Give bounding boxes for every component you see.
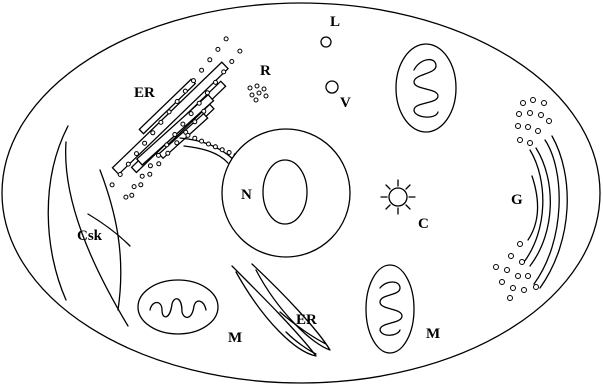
er-ribosome-dot xyxy=(143,141,147,145)
label-lysosome: L xyxy=(330,14,340,30)
mitochondrion-right xyxy=(366,265,414,353)
centrosome xyxy=(381,180,415,214)
er-ribosome-dot xyxy=(238,49,242,53)
label-centrosome: C xyxy=(418,216,429,232)
er-ribosome-dot xyxy=(216,47,220,51)
er-ribosome-dot xyxy=(157,153,161,157)
mitochondrion-top xyxy=(396,44,456,132)
er-ribosome-dot xyxy=(230,60,234,64)
er-ribosome-dot xyxy=(140,174,144,178)
lysosome xyxy=(321,37,331,47)
er-ribosome-dot xyxy=(193,120,197,124)
er-ribosome-dot xyxy=(213,145,217,149)
er-ribosome-dot xyxy=(192,79,196,83)
er-ribosome-dot xyxy=(186,133,190,137)
label-er-lower: ER xyxy=(296,312,317,328)
er-ribosome-dot xyxy=(135,152,139,156)
cytoskeleton xyxy=(48,126,130,326)
er-ribosome-dot xyxy=(175,141,179,145)
er-ribosome-dot xyxy=(148,164,152,168)
label-ribosomes: R xyxy=(260,63,271,79)
mitochondrion-left xyxy=(138,280,218,334)
er-ribosome-dot xyxy=(126,162,130,166)
er-ribosome-dot xyxy=(197,101,201,105)
er-ribosome-dot xyxy=(202,109,206,113)
er-ribosome-dot xyxy=(139,183,143,187)
er-ribosome-dot xyxy=(220,148,224,152)
er-ribosome-dot xyxy=(165,143,169,147)
er-ribosome-dot xyxy=(148,172,152,176)
er-ribosome-dot xyxy=(200,68,204,72)
golgi xyxy=(494,98,568,301)
er-ribosome-dot xyxy=(227,151,231,155)
er-ribosome-dot xyxy=(208,58,212,62)
label-vacuole: V xyxy=(340,95,351,111)
er-ribosome-dot xyxy=(207,142,211,146)
ribosome-cluster xyxy=(248,84,268,102)
er-ribosome-dot xyxy=(183,89,187,93)
er-ribosome-dot xyxy=(132,185,136,189)
smooth-er xyxy=(232,264,330,356)
er-ribosome-dot xyxy=(200,139,204,143)
nucleolus xyxy=(263,160,307,224)
er-ribosome-dot xyxy=(124,195,128,199)
er-ribosome-dot xyxy=(175,100,179,104)
er-ribosome-dot xyxy=(222,70,226,74)
label-mitochondrion-left: M xyxy=(228,330,242,346)
label-cytoskeleton: Csk xyxy=(77,228,103,244)
er-ribosome-dot xyxy=(130,193,134,197)
er-ribosome-dot xyxy=(166,151,170,155)
er-ribosome-dot xyxy=(181,122,185,126)
er-ribosome-dot xyxy=(159,120,163,124)
er-ribosome-dot xyxy=(167,110,171,114)
er-ribosome-dot xyxy=(205,91,209,95)
er-ribosome-dot xyxy=(224,37,228,41)
er-ribosome-dot xyxy=(193,136,197,140)
er-ribosome-dot xyxy=(189,112,193,116)
rough-er xyxy=(106,37,242,199)
er-ribosome-dot xyxy=(157,162,161,166)
er-ribosome-dot xyxy=(110,183,114,187)
label-er-upper: ER xyxy=(134,85,155,101)
vacuole xyxy=(326,81,338,93)
er-ribosome-dot xyxy=(173,133,177,137)
label-mitochondrion-right: M xyxy=(426,326,440,342)
er-ribosome-dot xyxy=(151,131,155,135)
label-golgi: G xyxy=(511,192,523,208)
er-ribosome-dot xyxy=(214,80,218,84)
label-nucleus: N xyxy=(241,187,252,203)
er-ribosome-dot xyxy=(118,173,122,177)
